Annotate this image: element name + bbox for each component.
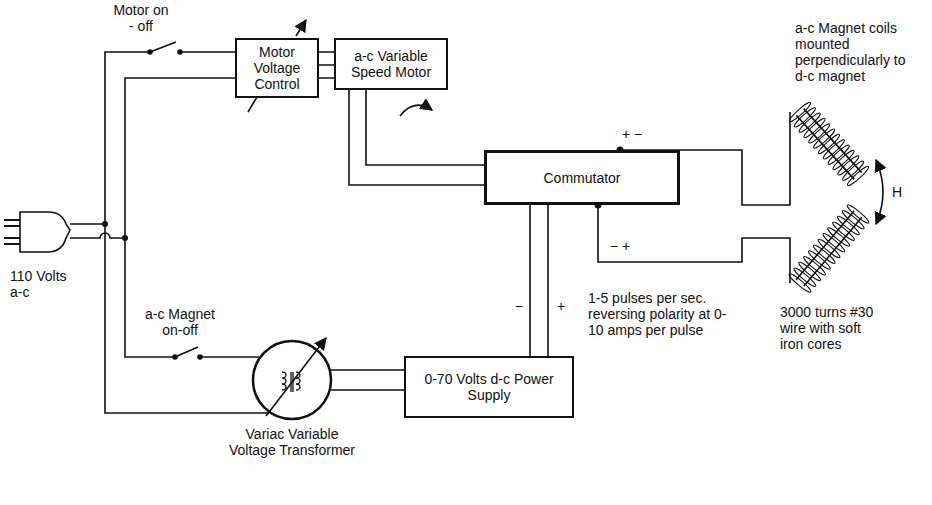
- node-text: Motor Voltage Control: [242, 44, 312, 92]
- output-wire: [598, 205, 790, 283]
- polarity-sign: − +: [610, 238, 644, 254]
- coil-note: 3000 turns #30 wire with soft iron cores: [780, 304, 880, 352]
- node-text: 0-70 Volts d-c Power Supply: [411, 371, 567, 403]
- field-symbol: H: [892, 184, 906, 200]
- node-text: a-c Variable Speed Motor: [341, 48, 441, 80]
- rotation-arrow: [400, 105, 432, 116]
- node-text: Variac Variable Voltage Transformer: [227, 426, 357, 458]
- coil-winding: [846, 165, 870, 188]
- supply-label: 110 Volts a-c: [10, 268, 76, 300]
- core-line: [291, 372, 293, 392]
- magnet-switch: [175, 347, 198, 357]
- power-supply-box: 0-70 Volts d-c Power Supply: [404, 356, 574, 418]
- polarity-sign: −: [512, 298, 526, 314]
- motor-switch: [150, 42, 176, 52]
- winding: [282, 372, 286, 390]
- variable-arrow: [248, 97, 257, 112]
- switch-contact: [147, 49, 153, 55]
- switch-label: Motor on - off: [110, 2, 172, 34]
- variac-ring: [253, 341, 331, 419]
- pulse-note: 1-5 pulses per sec. reversing polarity a…: [588, 290, 740, 338]
- transformer-windings: [282, 372, 300, 392]
- field-arrow: [876, 160, 883, 224]
- node-text: Commutator: [543, 170, 620, 186]
- wire-connector: [331, 370, 404, 390]
- wire-connector: [319, 52, 334, 78]
- polarity-sign: +: [554, 298, 568, 314]
- coil-note: a-c Magnet coils mounted perpendicularly…: [795, 20, 920, 84]
- magnet-coils: [788, 101, 871, 294]
- variac-outline: [252, 340, 332, 420]
- commutator-box: Commutator: [484, 150, 680, 205]
- switch-label: a-c Magnet on-off: [138, 306, 222, 338]
- coil-winding: [788, 272, 813, 294]
- switch-contact: [197, 354, 203, 360]
- switch-contact: [177, 49, 183, 55]
- wire-connector: [349, 90, 484, 185]
- polarity-sign: + −: [622, 126, 656, 142]
- plug-body: [20, 212, 70, 252]
- wire-connector: [530, 205, 548, 356]
- control-box: Motor Voltage Control: [235, 38, 319, 98]
- variable-arrow: [296, 20, 306, 36]
- supply-wire: [70, 52, 269, 413]
- junction-dot: [102, 221, 108, 227]
- switch-contact: [172, 354, 178, 360]
- winding: [296, 372, 300, 390]
- variac-circle: Variac Variable Voltage Transformer: [252, 340, 332, 420]
- junction-dot: [122, 235, 128, 241]
- motor-box: a-c Variable Speed Motor: [334, 38, 448, 90]
- supply-wire: [70, 78, 259, 357]
- plug-prong: [4, 220, 20, 244]
- coil-winding: [841, 159, 865, 182]
